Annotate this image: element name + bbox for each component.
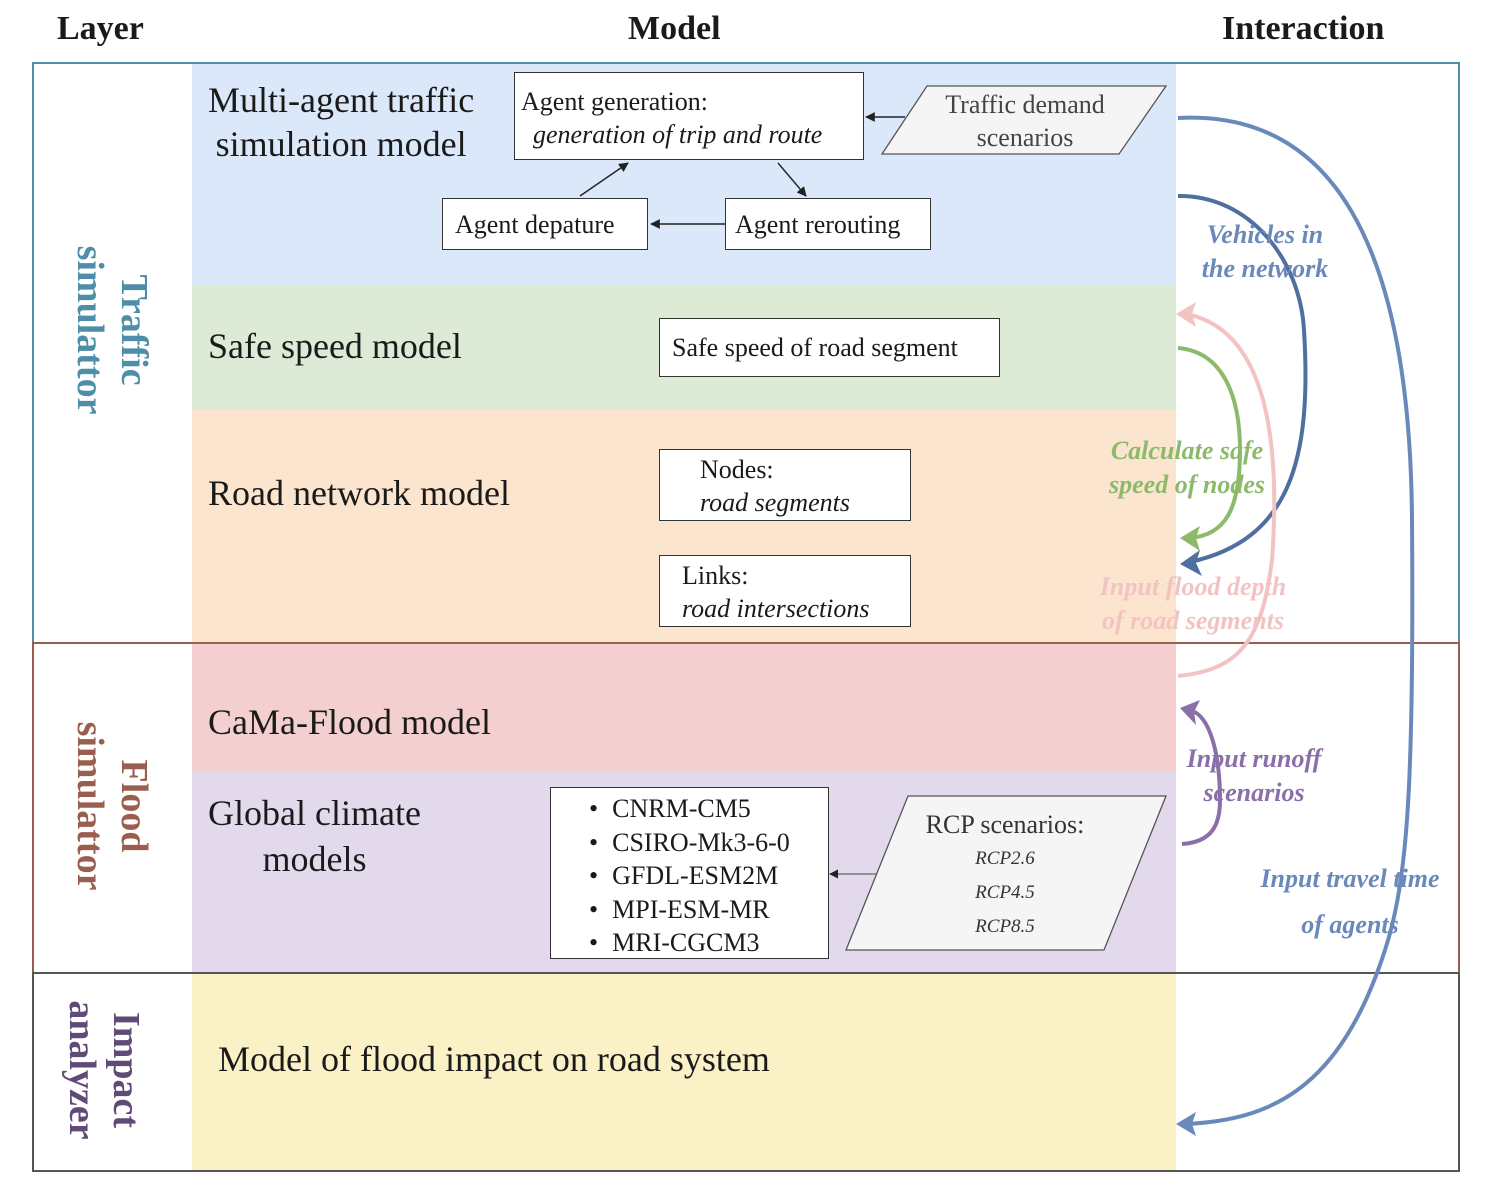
departure-to-generation-arrow xyxy=(579,162,629,197)
multi-agent-model-title: Multi-agent traffic simulation model xyxy=(208,80,475,164)
safe-speed-model-title: Safe speed model xyxy=(208,326,462,366)
impact-model-title: Model of flood impact on road system xyxy=(218,1039,770,1079)
traffic-demand-shape xyxy=(880,85,1168,155)
flood-depth-arrow xyxy=(1177,312,1277,678)
nodes-box: Nodes: road segments xyxy=(659,449,911,521)
safe-speed-arrow xyxy=(1177,346,1243,540)
impact-band xyxy=(192,972,1176,1170)
gcm-list-box: •CNRM-CM5 •CSIRO-Mk3-6-0 •GFDL-ESM2M •MP… xyxy=(550,787,829,959)
cama-flood-model-title: CaMa-Flood model xyxy=(208,702,491,742)
runoff-arrow xyxy=(1181,708,1223,846)
rcp-scenarios-shape xyxy=(845,795,1167,951)
layer-column-header: Layer xyxy=(57,10,144,47)
agent-rerouting-box: Agent rerouting xyxy=(725,198,931,250)
safe-speed-box: Safe speed of road segment xyxy=(659,318,1000,377)
global-climate-model-title: Global climate models xyxy=(208,793,421,879)
travel-time-arrow xyxy=(1177,115,1415,1126)
impact-analyzer-layer xyxy=(32,972,1460,1172)
agent-generation-box: Agent generation: generation of trip and… xyxy=(514,72,864,160)
interaction-column-header: Interaction xyxy=(1222,10,1385,47)
traffic-demand-label: Traffic demand scenarios xyxy=(945,90,1105,152)
agent-departure-box: Agent depature xyxy=(442,198,648,250)
gcm-item: •MRI-CGCM3 xyxy=(589,928,760,957)
gcm-item: •CSIRO-Mk3-6-0 xyxy=(589,827,790,857)
gcm-item: •GFDL-ESM2M xyxy=(589,861,779,890)
rcp-scenarios-text: RCP scenarios: RCP2.6 RCP4.5 RCP8.5 xyxy=(925,810,1085,937)
gcm-item: •CNRM-CM5 xyxy=(589,794,751,823)
vehicles-arrow xyxy=(1177,193,1308,564)
links-box: Links: road intersections xyxy=(659,555,911,627)
road-network-model-title: Road network model xyxy=(208,473,510,513)
cama-flood-band xyxy=(192,642,1176,772)
gcm-item: •MPI-ESM-MR xyxy=(589,894,770,924)
generation-to-rerouting-arrow xyxy=(777,162,807,197)
model-column-header: Model xyxy=(628,10,721,47)
